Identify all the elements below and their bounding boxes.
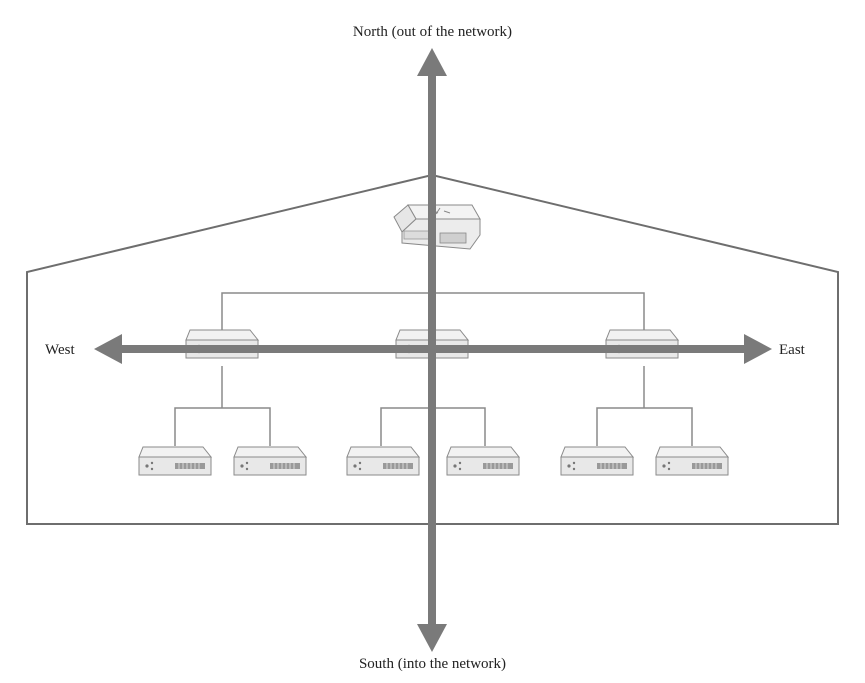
- router-icon: [393, 204, 481, 250]
- network-switch-icon: [233, 446, 307, 476]
- network-switch-icon: [185, 329, 259, 359]
- network-switch-icon: [346, 446, 420, 476]
- network-switch-icon: [446, 446, 520, 476]
- south-label: South (into the network): [358, 656, 507, 672]
- network-switch-icon: [560, 446, 634, 476]
- network-switch-icon: [605, 329, 679, 359]
- north-south-arrow: [417, 48, 447, 652]
- network-boundary: [26, 173, 839, 525]
- north-label: North (out of the network): [352, 24, 513, 40]
- network-switch-icon: [138, 446, 212, 476]
- network-switch-icon: [655, 446, 729, 476]
- west-label: West: [45, 342, 75, 358]
- east-label: East: [779, 342, 805, 358]
